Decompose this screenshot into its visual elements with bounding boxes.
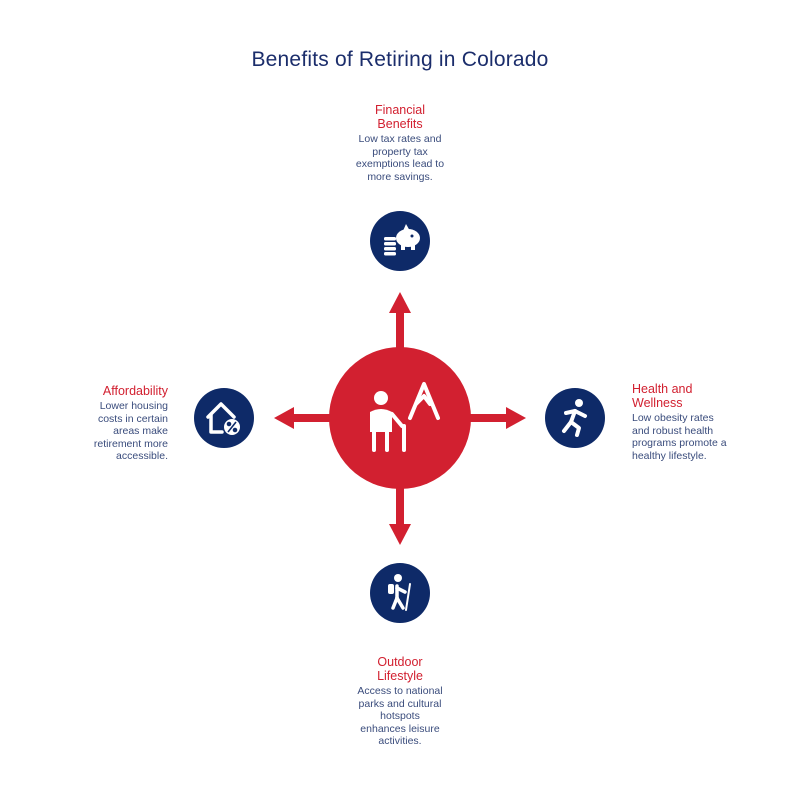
benefit-heading: Affordability (40, 384, 168, 398)
arrow-down (389, 478, 411, 545)
node-health (545, 388, 605, 448)
piggy-bank-coins-icon (384, 224, 420, 256)
heading-line: Affordability (102, 384, 168, 398)
arrow-up (389, 292, 411, 360)
node-outdoor (370, 563, 430, 623)
description-line: Lower housing (99, 400, 168, 412)
heading-line: Wellness (632, 396, 683, 410)
benefit-description: Access to national parks and cultural ho… (330, 685, 470, 748)
heading-line: Financial (374, 103, 426, 117)
node-financial (370, 211, 430, 271)
description-line: activities. (378, 735, 422, 747)
description-line: retirement more (93, 437, 168, 450)
center-node (329, 347, 471, 489)
description-line: enhances leisure (360, 722, 440, 735)
running-person-icon (562, 399, 587, 437)
benefit-financial: Financial Benefits Low tax rates and pro… (330, 103, 470, 183)
description-line: Access to national (357, 685, 443, 697)
description-line: areas make (113, 425, 168, 437)
description-line: programs promote a (632, 437, 727, 449)
heading-line: Outdoor (377, 655, 423, 669)
description-line: parks and cultural (358, 697, 442, 710)
benefit-affordability: Affordability Lower housing costs in cer… (40, 384, 168, 463)
benefit-outdoor: Outdoor Lifestyle Access to national par… (330, 655, 470, 748)
percent-glyph (226, 421, 238, 433)
description-line: healthy lifestyle. (632, 449, 707, 462)
description-line: property tax (372, 145, 428, 158)
description-line: exemptions lead to (355, 158, 445, 170)
description-line: costs in certain (97, 412, 168, 425)
description-line: Low obesity rates (632, 412, 714, 424)
benefit-description: Low tax rates and property tax exemption… (330, 133, 470, 183)
description-line: more savings. (367, 170, 433, 183)
arrow-right (468, 407, 526, 429)
benefit-description: Lower housing costs in certain areas mak… (40, 400, 168, 463)
node-affordability (194, 388, 254, 448)
description-line: accessible. (116, 450, 168, 462)
benefit-heading: Health and Wellness (632, 382, 782, 410)
arrow-left (274, 407, 332, 429)
benefit-heading: Outdoor Lifestyle (330, 655, 470, 683)
benefit-heading: Financial Benefits (330, 103, 470, 131)
retiree-mountain-icon (370, 382, 440, 452)
description-line: hotspots (380, 710, 420, 722)
heading-line: Benefits (377, 117, 423, 131)
heading-line: Health and (632, 382, 693, 396)
benefit-description: Low obesity rates and robust health prog… (632, 412, 782, 462)
description-line: Low tax rates and (358, 133, 442, 145)
hiker-icon (388, 574, 411, 611)
heading-line: Lifestyle (377, 669, 423, 683)
diagram-title: Benefits of Retiring in Colorado (251, 48, 549, 71)
arrows (274, 292, 526, 545)
description-line: and robust health (632, 424, 714, 437)
benefit-health: Health and Wellness Low obesity rates an… (632, 382, 782, 462)
